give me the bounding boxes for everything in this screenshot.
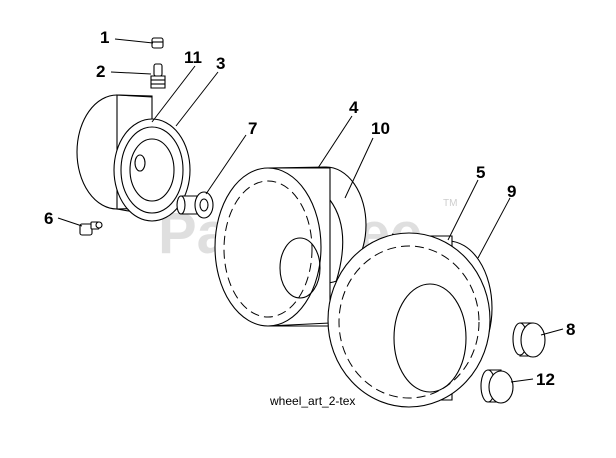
callout-10: 10 xyxy=(371,119,390,138)
grease-fitting-part[interactable] xyxy=(79,221,103,236)
flange-bushing-part[interactable] xyxy=(176,191,214,219)
hub-cap-12-part[interactable] xyxy=(480,369,514,404)
leader-lines xyxy=(57,38,564,383)
valve-cap-part[interactable] xyxy=(151,37,164,49)
callout-7: 7 xyxy=(248,119,257,138)
callout-12: 12 xyxy=(536,370,555,389)
figure-reference: wheel_art_2-tex xyxy=(269,394,355,408)
callout-5: 5 xyxy=(476,163,485,182)
callout-3: 3 xyxy=(216,54,225,73)
callout-4: 4 xyxy=(349,98,359,117)
callout-6: 6 xyxy=(44,209,53,228)
callout-8: 8 xyxy=(566,320,575,339)
callout-2: 2 xyxy=(96,62,105,81)
watermark-trademark: TM xyxy=(443,198,457,209)
rear-tire-part[interactable] xyxy=(327,232,493,408)
callout-1: 1 xyxy=(100,28,109,47)
valve-stem-part[interactable] xyxy=(150,63,166,89)
rim-part[interactable] xyxy=(76,94,191,222)
callout-11: 11 xyxy=(184,48,202,67)
hub-cap-8-part[interactable] xyxy=(512,322,546,358)
callout-9: 9 xyxy=(507,182,516,201)
